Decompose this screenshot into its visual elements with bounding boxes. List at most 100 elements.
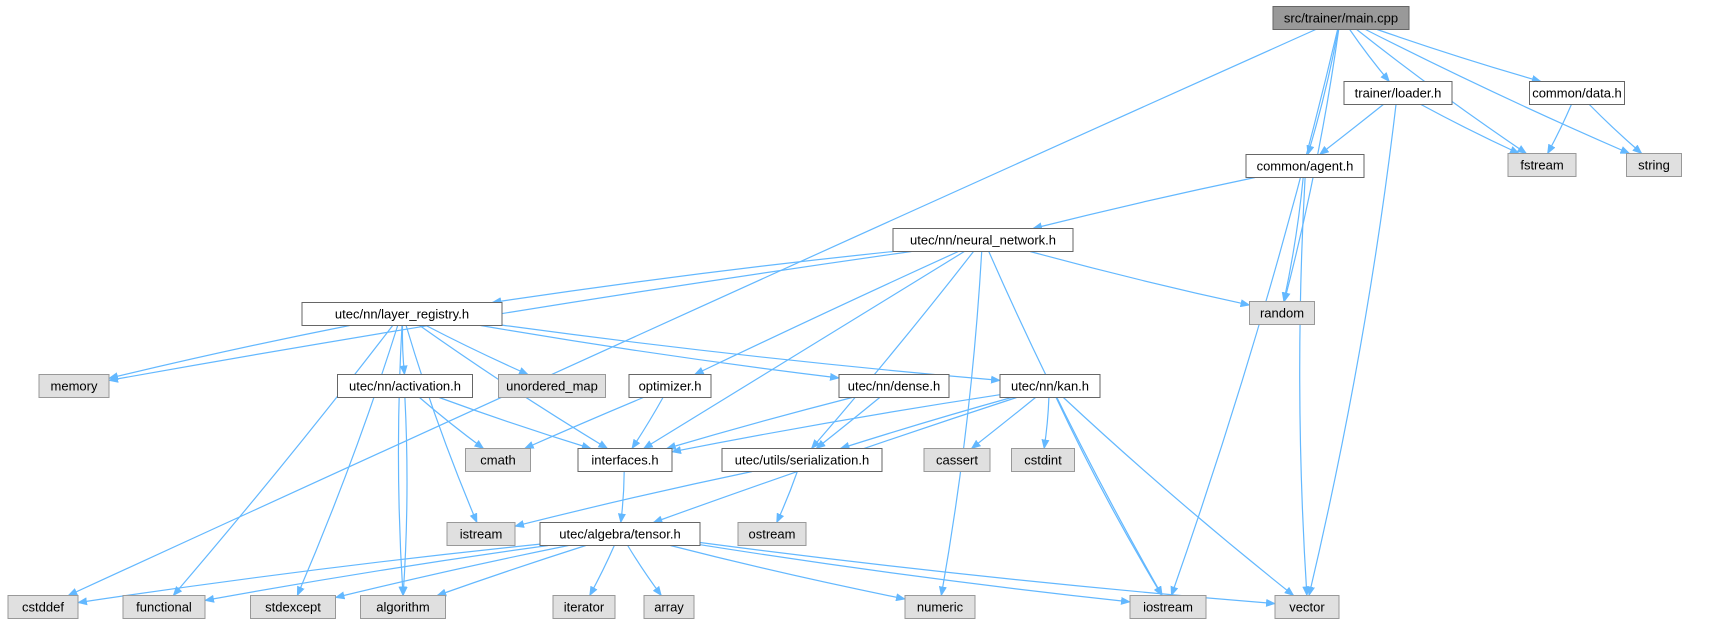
node-vector-box — [1274, 595, 1340, 619]
edge-agent-to-random — [1281, 177, 1304, 303]
node-main-box — [1272, 6, 1410, 30]
edge-act-to-cmath — [419, 397, 485, 450]
edges-layer — [67, 28, 1643, 607]
node-iterator-box — [552, 595, 616, 619]
edge-kan-to-iostream — [1055, 397, 1163, 597]
node-stdexcept: stdexcept — [250, 595, 336, 619]
node-cstdint-box — [1011, 448, 1075, 472]
node-agent[interactable]: common/agent.h — [1245, 154, 1365, 178]
node-istream: istream — [446, 522, 516, 546]
node-cstddef: cstddef — [7, 595, 79, 619]
node-istream-label: istream — [460, 527, 503, 542]
node-vector: vector — [1274, 595, 1340, 619]
node-ser[interactable]: utec/utils/serialization.h — [721, 448, 883, 472]
node-array: array — [643, 595, 695, 619]
node-loader[interactable]: trainer/loader.h — [1343, 81, 1453, 105]
edge-loader-to-agent — [1318, 104, 1384, 156]
node-iostream-box — [1129, 595, 1207, 619]
edge-main-to-loader — [1349, 29, 1390, 83]
node-data-label: common/data.h — [1532, 86, 1622, 101]
edge-tensor-to-iterator — [589, 545, 615, 597]
node-tensor-box — [539, 522, 701, 546]
edge-reg-to-umap — [425, 324, 529, 376]
node-kan-box — [999, 374, 1101, 398]
node-agent-box — [1245, 154, 1365, 178]
node-dense[interactable]: utec/nn/dense.h — [838, 374, 950, 398]
node-opt-label: optimizer.h — [639, 379, 702, 394]
edge-kan-to-iface — [671, 394, 1001, 454]
node-string: string — [1626, 153, 1682, 177]
edge-reg-to-kan — [501, 324, 1001, 384]
node-cassert-box — [923, 448, 991, 472]
node-act[interactable]: utec/nn/activation.h — [337, 374, 473, 398]
edge-loader-to-fstream — [1420, 103, 1520, 155]
node-opt[interactable]: optimizer.h — [628, 374, 712, 398]
edge-nn-to-iface — [642, 250, 965, 450]
edge-kan-to-cstdint — [1041, 397, 1050, 450]
edge-nn-to-iostream — [988, 251, 1163, 597]
node-cassert: cassert — [923, 448, 991, 472]
node-functional-label: functional — [136, 600, 192, 615]
node-stdexcept-box — [250, 595, 336, 619]
edge-main-to-data — [1377, 28, 1542, 83]
node-kan[interactable]: utec/nn/kan.h — [999, 374, 1101, 398]
edge-reg-to-dense — [480, 324, 840, 381]
edge-loader-to-vector — [1307, 104, 1397, 597]
node-ostream: ostream — [737, 522, 807, 546]
edge-tensor-to-iostream — [699, 544, 1131, 605]
nodes-layer: src/trainer/main.cpp trainer/loader.h comm… — [7, 6, 1682, 619]
node-dense-label: utec/nn/dense.h — [848, 379, 941, 394]
node-functional: functional — [122, 595, 206, 619]
edge-reg-to-stdexcept — [296, 325, 399, 597]
node-nn-box — [892, 228, 1074, 252]
node-iterator: iterator — [552, 595, 616, 619]
edge-reg-to-algorithm — [397, 325, 407, 597]
edge-opt-to-cmath — [523, 396, 644, 450]
node-main[interactable]: src/trainer/main.cpp — [1272, 6, 1410, 30]
node-iostream-label: iostream — [1143, 600, 1193, 615]
edge-reg-to-istream — [405, 325, 478, 524]
node-iterator-label: iterator — [564, 600, 605, 615]
node-tensor-label: utec/algebra/tensor.h — [559, 527, 680, 542]
node-cstddef-label: cstddef — [22, 600, 64, 615]
node-umap-box — [498, 374, 606, 398]
node-cstdint: cstdint — [1011, 448, 1075, 472]
edge-tensor-to-cstddef — [77, 543, 541, 606]
edge-dense-to-iface — [665, 396, 853, 450]
node-act-label: utec/nn/activation.h — [349, 379, 461, 394]
node-reg-label: utec/nn/layer_registry.h — [335, 307, 469, 322]
edge-agent-to-vector — [1299, 177, 1311, 597]
node-stdexcept-label: stdexcept — [265, 600, 321, 615]
node-string-box — [1626, 153, 1682, 177]
edge-opt-to-iface — [631, 397, 664, 450]
node-nn[interactable]: utec/nn/neural_network.h — [892, 228, 1074, 252]
node-algorithm: algorithm — [360, 595, 446, 619]
node-loader-box — [1343, 81, 1453, 105]
edge-act-to-iface — [438, 396, 592, 450]
node-agent-label: common/agent.h — [1257, 159, 1354, 174]
edge-nn-to-opt — [693, 250, 959, 376]
edge-agent-to-nn — [1032, 176, 1256, 231]
node-fstream-box — [1507, 153, 1577, 177]
node-tensor[interactable]: utec/algebra/tensor.h — [539, 522, 701, 546]
edge-main-to-agent — [1306, 29, 1339, 156]
edge-tensor-to-numeric — [670, 544, 906, 602]
edge-kan-to-ser — [839, 396, 1012, 450]
node-data[interactable]: common/data.h — [1529, 81, 1625, 105]
edge-ser-to-istream — [514, 470, 753, 528]
node-fstream: fstream — [1507, 153, 1577, 177]
node-cmath: cmath — [465, 448, 531, 472]
node-array-box — [643, 595, 695, 619]
node-reg[interactable]: utec/nn/layer_registry.h — [301, 302, 503, 326]
node-iface[interactable]: interfaces.h — [577, 448, 673, 472]
edge-tensor-to-functional — [204, 544, 549, 603]
node-fstream-label: fstream — [1520, 158, 1563, 173]
node-cmath-box — [465, 448, 531, 472]
node-opt-box — [628, 374, 712, 398]
node-ostream-label: ostream — [749, 527, 796, 542]
node-loader-label: trainer/loader.h — [1355, 86, 1442, 101]
node-act-box — [337, 374, 473, 398]
edge-reg-to-functional — [172, 325, 394, 597]
edge-tensor-to-stdexcept — [334, 544, 569, 600]
